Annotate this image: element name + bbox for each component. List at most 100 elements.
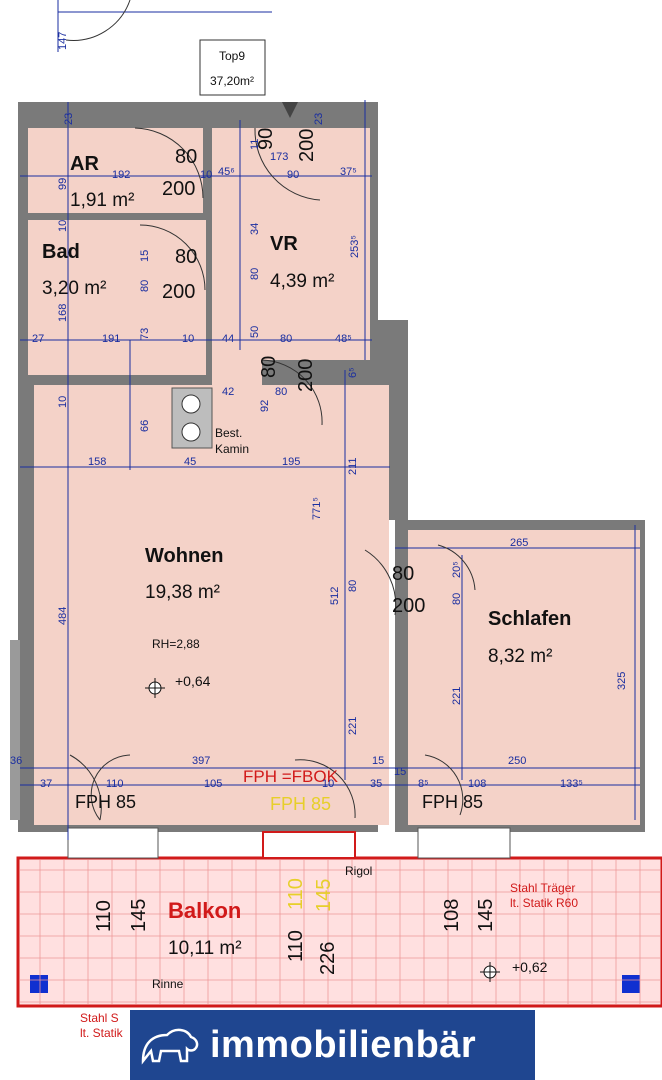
dim-label: 250: [508, 755, 526, 767]
brand-name: immobilienbär: [210, 1023, 477, 1066]
dim-label: 11: [249, 139, 261, 150]
win-left-h: 145: [128, 899, 150, 932]
room-balkon-area: 10,11 m²: [168, 938, 242, 959]
room-wohnen-name: Wohnen: [145, 545, 224, 567]
win-mid-h2: 226: [317, 942, 339, 975]
door-swings: [65, 0, 476, 821]
stahl-traeger-1: Stahl Träger: [510, 881, 575, 895]
fph-right: FPH 85: [422, 792, 483, 812]
kamin-label-1: Best.: [215, 426, 242, 440]
dim-label: 66: [139, 420, 151, 432]
unit-name: Top9: [219, 49, 245, 63]
win-right-w: 108: [441, 899, 463, 932]
dim-label: 80: [249, 268, 261, 280]
door-schlafen-w: 80: [392, 563, 414, 585]
kamin-label-2: Kamin: [215, 442, 249, 456]
dim-label: 42: [222, 386, 234, 398]
dim-label: 23: [313, 113, 325, 125]
dim-label: 10: [322, 778, 334, 790]
win-mid-h1: 145: [313, 879, 335, 912]
dim-label: 45: [184, 456, 196, 468]
dim-label: 15: [394, 766, 406, 778]
dim-label: 10: [182, 333, 194, 345]
room-balkon-name: Balkon: [168, 898, 241, 923]
stahl-left-2: lt. Statik: [80, 1026, 124, 1040]
room-schlafen-name: Schlafen: [488, 608, 571, 630]
door-bad-h: 200: [162, 281, 195, 303]
dim-label: 37: [40, 778, 52, 790]
dim-label: 15: [139, 250, 151, 262]
room-ar-name: AR: [70, 153, 99, 175]
level-balkon: +0,62: [512, 959, 548, 975]
win-right-h: 145: [475, 899, 497, 932]
dim-label: 73: [139, 328, 151, 340]
dim-label: 253⁵: [349, 235, 361, 258]
room-ar: [28, 128, 203, 213]
door-ar-h: 200: [162, 178, 195, 200]
room-schlafen: [408, 530, 640, 825]
dim-label: 8⁵: [418, 778, 429, 790]
rigol-label: Rigol: [345, 864, 372, 878]
dim-label: 105: [204, 778, 222, 790]
bear-icon: [130, 1010, 210, 1080]
dim-label: 99: [57, 178, 69, 190]
dim-label: 168: [57, 304, 69, 322]
door-kamin-h: 200: [295, 359, 317, 392]
stahl-traeger-2: lt. Statik R60: [510, 896, 578, 910]
dim-label: 35: [370, 778, 382, 790]
chimney-flue: [181, 422, 201, 442]
room-bad-area: 3,20 m²: [42, 278, 106, 299]
dim-label: 211: [347, 457, 359, 475]
unit-label-box: [199, 39, 266, 96]
dim-label: 80: [275, 386, 287, 398]
room-bad-name: Bad: [42, 241, 80, 263]
room-ar-area: 1,91 m²: [70, 190, 134, 211]
door-kamin-w: 80: [258, 356, 280, 378]
fph-left: FPH 85: [75, 792, 136, 812]
unit-area: 37,20m²: [210, 74, 254, 88]
dim-label: 771⁵: [311, 497, 323, 520]
dim-label: 221: [347, 717, 359, 735]
dim-label: 325: [616, 672, 628, 690]
dim-label: 221: [451, 687, 463, 705]
dim-label: 80: [139, 280, 151, 292]
dim-label: 512: [329, 587, 341, 605]
door-entry-w: 90: [255, 128, 277, 150]
chimney-flue: [181, 394, 201, 414]
dim-label: 80: [347, 580, 359, 592]
door-ar-w: 80: [175, 146, 197, 168]
balcony: [16, 827, 662, 1008]
rinne-label: Rinne: [152, 977, 184, 991]
dim-label: 10: [200, 169, 212, 181]
room-height: RH=2,88: [152, 637, 200, 651]
balcony-grid: [20, 860, 660, 1004]
brand-logo: immobilienbär: [130, 1010, 535, 1080]
room-kamin-block: [212, 360, 262, 430]
dim-label: 80: [451, 593, 463, 605]
win-mid-w2: 110: [285, 930, 307, 962]
dim-label: 173: [270, 151, 288, 163]
fph-fbok: FPH =FBOK: [243, 767, 339, 786]
dim-label: 80: [280, 333, 292, 345]
dim-label: 23: [63, 113, 75, 125]
dim-label: 37⁵: [340, 166, 357, 178]
dim-label: 92: [259, 400, 271, 412]
dim-label: 265: [510, 537, 528, 549]
level-marker: [145, 678, 500, 982]
dim-label: 45⁶: [218, 166, 235, 178]
door-entry-h: 200: [296, 129, 318, 162]
entry-arrow: [282, 102, 298, 118]
dim-label: 195: [282, 456, 300, 468]
texts: Top9 37,20m² AR 1,91 m² Bad 3,20 m² VR 4…: [10, 32, 628, 1040]
room-vr-area: 4,39 m²: [270, 271, 334, 292]
dim-label: 48⁵: [335, 333, 352, 345]
room-bad: [28, 220, 206, 375]
win-mid-w1: 110: [285, 878, 307, 910]
dim-label: 133⁵: [560, 778, 583, 790]
rooms: [28, 128, 640, 825]
room-vr-name: VR: [270, 233, 298, 255]
dim-label: 44: [222, 333, 234, 345]
dim-label: 34: [249, 223, 261, 235]
win-left-w: 110: [93, 900, 115, 932]
